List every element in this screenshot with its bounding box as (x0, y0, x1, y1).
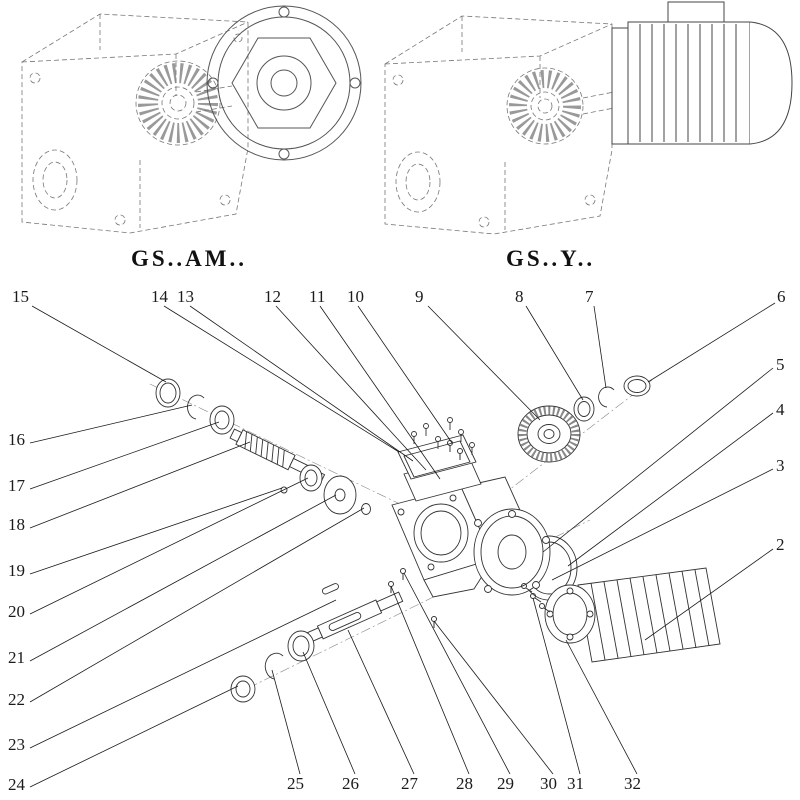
cover-bolts (411, 417, 475, 455)
callout-27: 27 (401, 774, 418, 793)
callout-18: 18 (8, 515, 25, 534)
callout-11: 11 (309, 287, 326, 306)
leader-lines (29, 302, 776, 788)
callout-9: 9 (415, 287, 424, 306)
callout-24: 24 (8, 775, 25, 794)
variant-label-gs-am: GS..AM.. (131, 246, 247, 271)
callout-17: 17 (8, 476, 25, 495)
callout-3: 3 (776, 456, 785, 475)
flange-left (206, 5, 362, 161)
callout-4: 4 (776, 400, 785, 419)
callout-5: 5 (776, 355, 785, 374)
motor-drawing (611, 1, 793, 145)
callout-32: 32 (624, 774, 641, 793)
callout-22: 22 (8, 690, 25, 709)
helical-gear-hub (526, 375, 651, 454)
callout-25: 25 (287, 774, 304, 793)
callout-7: 7 (585, 287, 594, 306)
top-cover-parts (397, 434, 482, 502)
callout-12: 12 (264, 287, 281, 306)
output-flange-parts (473, 508, 578, 601)
callout-8: 8 (515, 287, 524, 306)
hub-hatch-right (509, 70, 581, 142)
callout-2: 2 (776, 535, 785, 554)
gear-teeth-hatch (518, 406, 580, 462)
output-shaft-parts (230, 583, 404, 703)
callout-26: 26 (342, 774, 359, 793)
small-screws (388, 440, 551, 628)
callout-30: 30 (540, 774, 557, 793)
motor-exploded (544, 567, 721, 663)
callout-23: 23 (8, 735, 25, 754)
callout-14: 14 (151, 287, 168, 306)
drawing-gs-am (21, 13, 249, 234)
input-shaft-parts (155, 378, 371, 515)
variant-label-gs-y: GS..Y.. (506, 246, 596, 271)
callout-10: 10 (347, 287, 364, 306)
drawing-gs-y (384, 15, 615, 235)
callout-20: 20 (8, 602, 25, 621)
callout-21: 21 (8, 648, 25, 667)
callout-15: 15 (12, 287, 29, 306)
callout-19: 19 (8, 561, 25, 580)
callout-13: 13 (177, 287, 194, 306)
callout-28: 28 (456, 774, 473, 793)
callout-16: 16 (8, 430, 25, 449)
callout-6: 6 (777, 287, 786, 306)
callout-31: 31 (567, 774, 584, 793)
callout-29: 29 (497, 774, 514, 793)
hub-hatch-left (138, 63, 218, 143)
